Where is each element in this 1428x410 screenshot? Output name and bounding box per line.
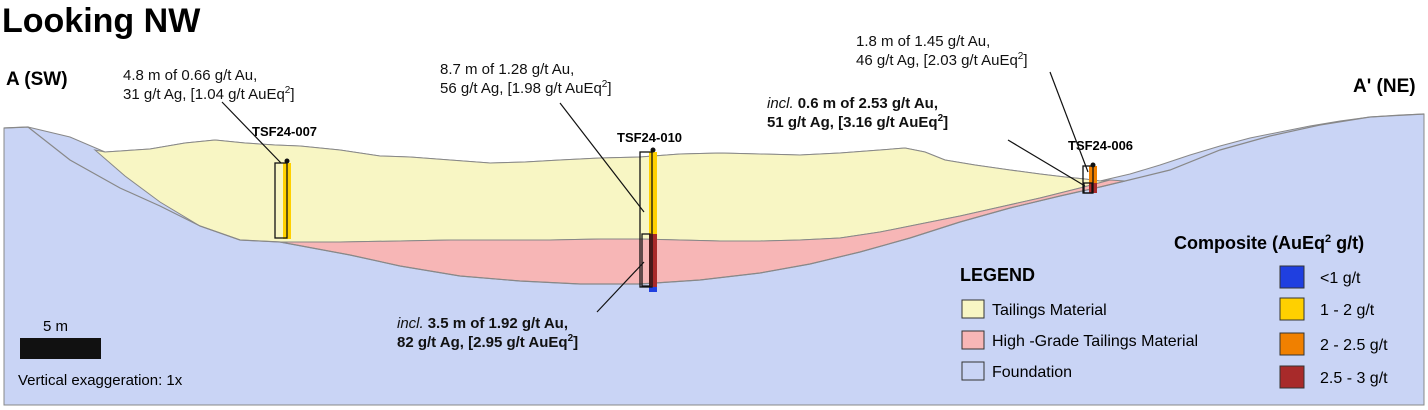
annotation-line: incl.0.6 m of 2.53 g/t Au, — [767, 95, 938, 112]
drillhole-tsf24-006: TSF24-006 — [1007, 71, 1133, 194]
legend-item-label: High -Grade Tailings Material — [992, 333, 1198, 350]
annotation-tsf24-010-incl: incl.3.5 m of 1.92 g/t Au, 82 g/t Ag, [2… — [397, 315, 578, 351]
leader-line — [1049, 71, 1089, 173]
legend-swatch-tailings — [961, 299, 985, 319]
composite-swatch-1-2 — [1279, 297, 1305, 321]
composite-item-label: 2 - 2.5 g/t — [1320, 337, 1388, 354]
annotation-line: 46 g/t Ag, [2.03 g/t AuEq2] — [856, 51, 1028, 69]
legend-item-label: Tailings Material — [992, 302, 1107, 319]
legend-swatch-foundation — [961, 361, 985, 381]
annotation-line: 31 g/t Ag, [1.04 g/t AuEq2] — [123, 85, 295, 103]
foundation-boundary — [3, 113, 1425, 285]
incl-leader-line — [596, 261, 645, 313]
intercept-bracket — [639, 151, 653, 288]
legend: LEGEND Tailings Material High -Grade Tai… — [960, 265, 1198, 381]
scale-bar-rect — [20, 338, 101, 359]
collar-marker — [284, 158, 290, 164]
page-title: Looking NW — [2, 2, 201, 40]
incl-bracket — [1083, 182, 1093, 194]
annotation-line: 4.8 m of 0.66 g/t Au, — [123, 67, 257, 84]
annotation-tsf24-006-incl: incl.0.6 m of 2.53 g/t Au, 51 g/t Ag, [3… — [767, 95, 948, 131]
annotation-line: 51 g/t Ag, [3.16 g/t AuEq2] — [767, 113, 948, 131]
drillhole-label: TSF24-007 — [252, 124, 317, 139]
annotation-line: 1.8 m of 1.45 g/t Au, — [856, 33, 990, 50]
composite-swatch-lt1 — [1279, 265, 1305, 289]
leader-line — [221, 101, 282, 164]
legend-item-label: Foundation — [992, 364, 1072, 381]
collar-marker — [650, 147, 656, 153]
legend-title: LEGEND — [960, 265, 1035, 285]
leader-line — [559, 102, 645, 213]
drill-interval-2-5-3 — [649, 234, 657, 287]
annotation-line: 56 g/t Ag, [1.98 g/t AuEq2] — [440, 79, 612, 97]
composite-item-label: <1 g/t — [1320, 270, 1361, 287]
vertical-exaggeration-note: Vertical exaggeration: 1x — [18, 372, 183, 389]
drillhole-tsf24-010: TSF24-010 — [559, 102, 682, 313]
drillhole-label: TSF24-006 — [1068, 138, 1133, 153]
section-label-ne: A' (NE) — [1353, 76, 1416, 97]
annotation-tsf24-007: 4.8 m of 0.66 g/t Au, 31 g/t Ag, [1.04 g… — [123, 67, 295, 103]
drillhole-label: TSF24-010 — [617, 130, 682, 145]
incl-bracket — [641, 233, 651, 287]
drill-interval-1-2 — [649, 152, 657, 234]
annotation-line: 8.7 m of 1.28 g/t Au, — [440, 61, 574, 78]
composite-item-label: 2.5 - 3 g/t — [1320, 370, 1388, 387]
annotation-tsf24-010: 8.7 m of 1.28 g/t Au, 56 g/t Ag, [1.98 g… — [440, 61, 612, 97]
composite-title: Composite (AuEq2 g/t) — [1174, 233, 1364, 253]
section-label-sw: A (SW) — [6, 69, 68, 90]
composite-swatch-2-5-3 — [1279, 365, 1305, 389]
drillhole-tsf24-007: TSF24-007 — [221, 101, 317, 239]
legend-swatch-high-grade — [961, 330, 985, 350]
drill-interval-lt1 — [649, 287, 657, 292]
annotation-line: incl.3.5 m of 1.92 g/t Au, — [397, 315, 568, 332]
scale-bar: 5 m Vertical exaggeration: 1x — [18, 318, 183, 389]
annotation-line: 82 g/t Ag, [2.95 g/t AuEq2] — [397, 333, 578, 351]
composite-legend: Composite (AuEq2 g/t) <1 g/t 1 - 2 g/t 2… — [1174, 233, 1388, 389]
annotation-tsf24-006: 1.8 m of 1.45 g/t Au, 46 g/t Ag, [2.03 g… — [856, 33, 1028, 69]
composite-item-label: 1 - 2 g/t — [1320, 302, 1375, 319]
incl-leader-line — [1007, 139, 1086, 187]
composite-swatch-2-2-5 — [1279, 332, 1305, 356]
scale-label: 5 m — [43, 318, 68, 335]
